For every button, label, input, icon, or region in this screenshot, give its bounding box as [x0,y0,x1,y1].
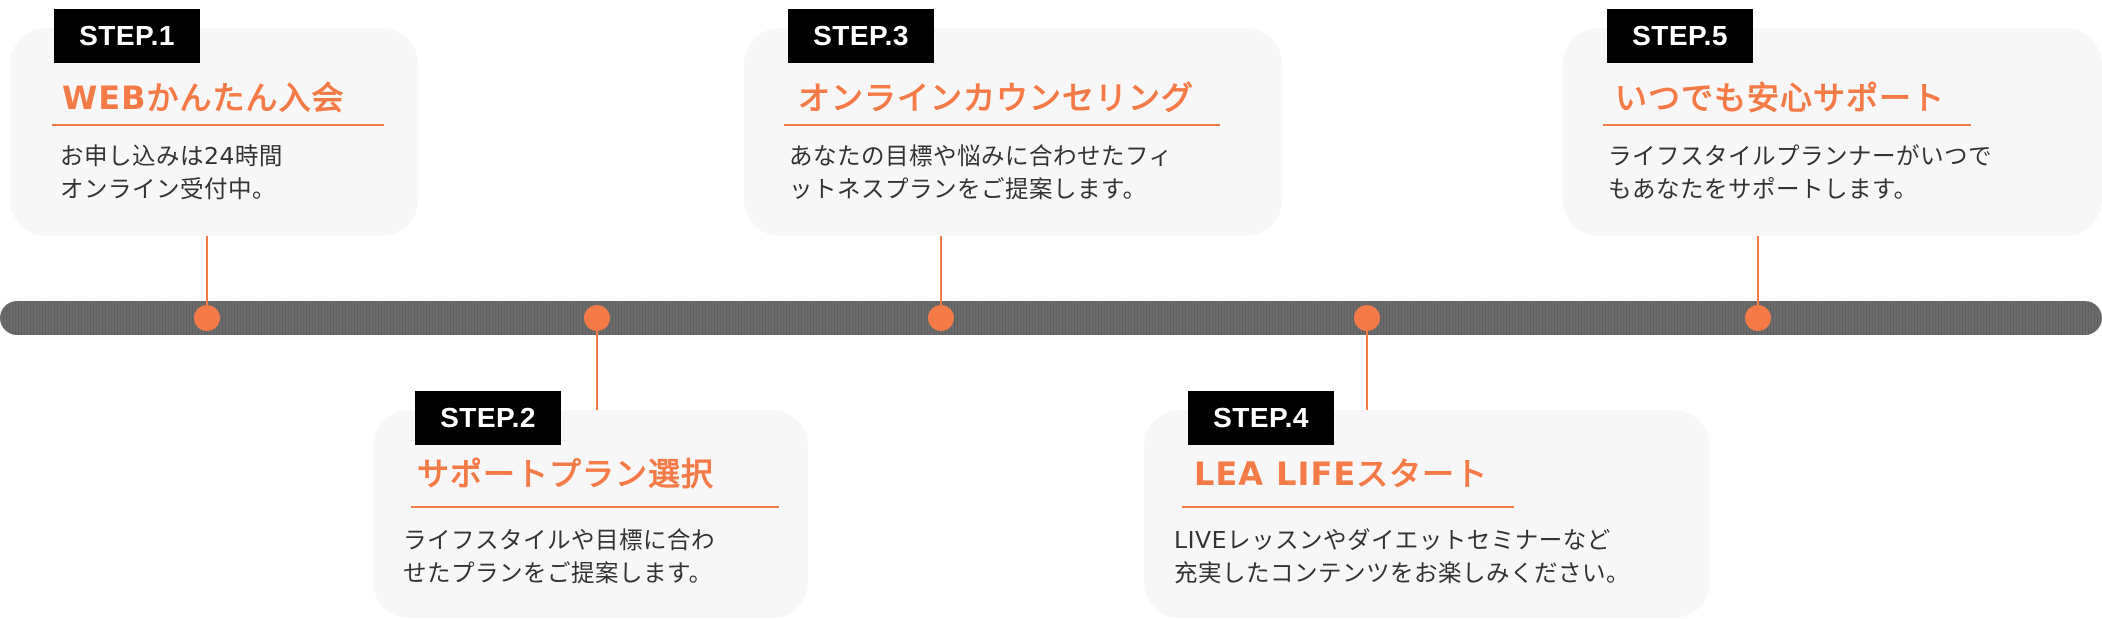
step-title-underline [52,124,384,126]
step-title: サポートプラン選択 [417,455,715,493]
step-title-underline [784,124,1220,126]
step-card-2: STEP.2 サポートプラン選択 ライフスタイルや目標に合わ せたプランをご提案… [373,391,808,618]
step-description: ライフスタイルや目標に合わ せたプランをご提案します。 [403,526,715,587]
step-card-5: STEP.5 いつでも安心サポート ライフスタイルプランナーがいつで もあなたを… [1563,9,2102,236]
timeline-dot-step-5 [1745,305,1771,331]
step-title-underline [1182,506,1514,508]
timeline-dot-step-1 [194,305,220,331]
connector-step-1 [206,236,208,318]
step-badge: STEP.3 [788,9,934,63]
step-card-3: STEP.3 オンラインカウンセリング あなたの目標や悩みに合わせたフィ ットネ… [744,9,1282,236]
connector-step-4 [1366,318,1368,410]
step-badge: STEP.4 [1188,391,1334,445]
connector-step-3 [940,236,942,318]
step-badge: STEP.2 [415,391,561,445]
step-title: オンラインカウンセリング [798,79,1195,117]
timeline-bar [0,301,2102,335]
step-badge: STEP.1 [54,9,200,63]
step-badge: STEP.5 [1607,9,1753,63]
timeline-dot-step-4 [1354,305,1380,331]
connector-step-5 [1757,236,1759,318]
step-card-1: STEP.1 WEBかんたん入会 お申し込みは24時間 オンライン受付中。 [10,9,418,236]
step-description: LIVEレッスンやダイエットセミナーなど 充実したコンテンツをお楽しみください。 [1174,526,1630,587]
step-description: あなたの目標や悩みに合わせたフィ ットネスプランをご提案します。 [789,142,1173,203]
step-title: LEA LIFEスタート [1194,455,1489,493]
connector-step-2 [596,318,598,410]
step-title-underline [1603,124,1971,126]
step-title: いつでも安心サポート [1615,79,1946,117]
step-title-underline [411,506,779,508]
timeline-dot-step-2 [584,305,610,331]
step-title: WEBかんたん入会 [62,79,345,117]
step-description: お申し込みは24時間 オンライン受付中。 [60,142,283,203]
timeline-dot-step-3 [928,305,954,331]
step-description: ライフスタイルプランナーがいつで もあなたをサポートします。 [1608,142,1992,203]
step-card-4: STEP.4 LEA LIFEスタート LIVEレッスンやダイエットセミナーなど… [1144,391,1710,618]
